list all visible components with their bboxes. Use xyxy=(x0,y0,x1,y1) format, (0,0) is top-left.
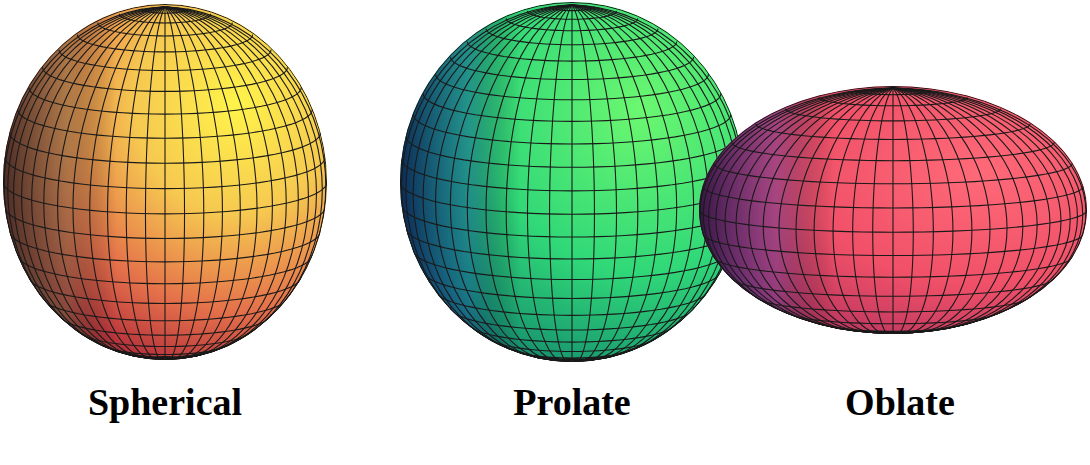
grid-line xyxy=(572,5,594,362)
sphere-body xyxy=(3,4,327,360)
outline xyxy=(4,5,327,360)
grid-line xyxy=(165,7,322,357)
grid-line xyxy=(506,5,572,362)
grid-line xyxy=(814,88,893,334)
grid-line xyxy=(44,7,165,358)
grid-line xyxy=(73,7,165,359)
grid-line xyxy=(572,5,658,361)
sphere-shade xyxy=(3,4,327,360)
shape-name: Spherical xyxy=(88,380,242,424)
sphere-grid xyxy=(3,5,327,360)
grid-line xyxy=(165,7,204,360)
prolate-grid xyxy=(400,3,744,362)
grid-line xyxy=(893,88,1083,332)
outline xyxy=(401,3,744,362)
grid-line xyxy=(893,88,913,334)
grid-line xyxy=(893,88,972,334)
grid-line xyxy=(893,88,1050,333)
grid-line xyxy=(8,7,165,357)
grid-line xyxy=(893,88,1007,333)
grid-line xyxy=(763,88,893,333)
grid-line xyxy=(716,88,893,332)
grid-line xyxy=(550,5,572,362)
oblate-shade xyxy=(699,86,1087,334)
grid-line xyxy=(165,7,308,358)
grid-line xyxy=(893,88,933,334)
grid-line xyxy=(406,5,572,359)
grid-line xyxy=(165,7,286,358)
grid-line xyxy=(165,7,316,358)
grid-line xyxy=(572,5,677,361)
grid-line xyxy=(893,88,1078,332)
grid-line xyxy=(572,5,617,362)
grid-line xyxy=(725,88,893,332)
grid-line xyxy=(873,88,893,334)
grid-line xyxy=(893,88,1070,332)
grid-line xyxy=(165,7,272,359)
grid-line xyxy=(164,7,165,360)
grid-line xyxy=(32,7,165,358)
outline xyxy=(700,87,1087,334)
grid-line xyxy=(833,88,893,334)
grid-line xyxy=(467,5,572,361)
oblate-grid xyxy=(699,87,1087,334)
grid-line xyxy=(4,7,165,357)
grid-line xyxy=(165,7,222,360)
shape-name: Oblate xyxy=(845,380,955,424)
grid-line xyxy=(22,7,165,358)
grid-line xyxy=(779,88,893,333)
grid-line xyxy=(165,7,257,359)
grid-line xyxy=(572,5,694,361)
grid-line xyxy=(165,7,240,360)
grid-line xyxy=(165,7,185,360)
shape-name: Prolate xyxy=(513,380,630,424)
grid-line xyxy=(572,5,721,360)
grid-line xyxy=(572,5,638,362)
oblate-figure xyxy=(699,86,1087,334)
grid-line xyxy=(413,5,572,360)
grid-line xyxy=(893,88,990,333)
grid-line xyxy=(853,88,893,334)
grid-line xyxy=(90,7,165,360)
grid-line xyxy=(893,88,1061,332)
grid-line xyxy=(527,5,572,362)
grid-line xyxy=(749,88,893,333)
grid-line xyxy=(145,7,165,360)
grid-line xyxy=(893,88,953,334)
grid-line xyxy=(108,7,165,360)
oblate-body xyxy=(699,86,1087,334)
grid-line xyxy=(893,88,1086,332)
grid-line xyxy=(892,88,893,334)
prolate-figure xyxy=(400,2,744,362)
sphere-figure xyxy=(3,4,327,360)
grid-line xyxy=(700,88,893,332)
grid-line xyxy=(572,5,708,360)
grid-line xyxy=(165,7,326,357)
grid-line xyxy=(165,7,298,358)
prolate-shade xyxy=(400,2,744,362)
prolate-body xyxy=(400,2,744,362)
grid-line xyxy=(703,88,893,332)
grid-line xyxy=(486,5,572,361)
grid-line xyxy=(571,5,572,362)
grid-line xyxy=(796,88,893,333)
grid-line xyxy=(126,7,165,360)
grid-line xyxy=(436,5,572,360)
